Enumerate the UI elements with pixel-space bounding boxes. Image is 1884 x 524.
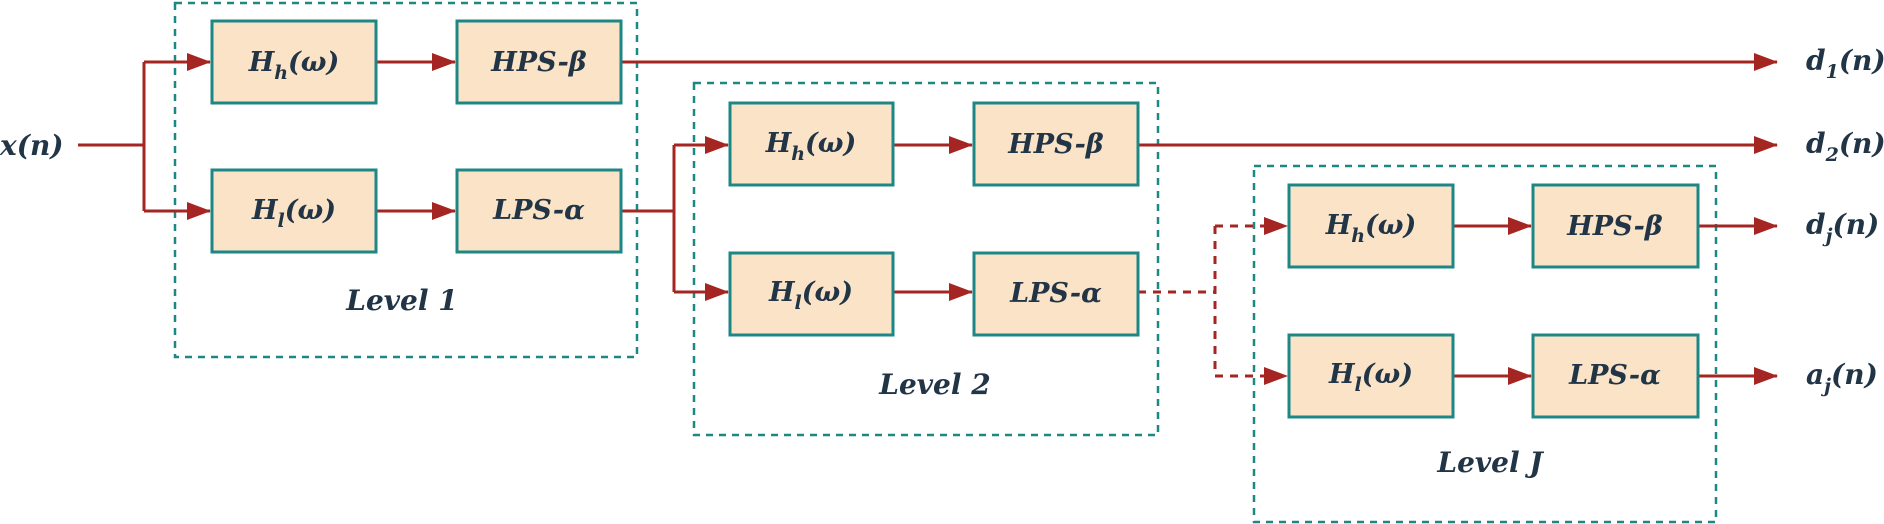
output-aj-label: aj(n): [1806, 358, 1878, 397]
level-j-lps-block: LPS-α: [1531, 333, 1700, 419]
svg-text:Hl(ω): Hl(ω): [1328, 359, 1413, 396]
block-label-tail: (ω): [288, 47, 339, 78]
level-j-wires: [1453, 217, 1778, 385]
lps-label: LPS-α: [1009, 278, 1102, 309]
level-2-lps-block: LPS-α: [972, 251, 1140, 337]
level-2-label: Level 2: [878, 368, 990, 401]
block-label-sub: l: [1355, 374, 1362, 396]
level-j-low-filter-block: Hl(ω): [1287, 333, 1455, 419]
output-d2-label: d2(n): [1806, 127, 1884, 166]
level-1-lps-block: LPS-α: [455, 168, 623, 254]
block-label-base: H: [248, 47, 276, 78]
block-label-base: H: [768, 277, 796, 308]
level-j-dashed-wires: [1138, 217, 1288, 385]
level-2-wires: [672, 136, 1778, 301]
level-1-high-filter-block: Hh(ω): [210, 19, 378, 105]
svg-text:Hl(ω): Hl(ω): [768, 277, 853, 314]
level-2-hps-block: HPS-β: [972, 101, 1140, 187]
level-1-hps-block: HPS-β: [455, 19, 623, 105]
level-1-wires: [78, 53, 1778, 220]
block-label-base: H: [1325, 210, 1353, 241]
svg-text:Hh(ω): Hh(ω): [248, 47, 340, 84]
block-label-tail: (ω): [1365, 210, 1416, 241]
input-signal-label: x(n): [0, 129, 64, 162]
block-label-sub: h: [791, 143, 805, 165]
svg-text:Hh(ω): Hh(ω): [1325, 210, 1417, 247]
level-1-low-filter-block: Hl(ω): [210, 168, 378, 254]
level-j-label: Level J: [1436, 446, 1544, 479]
svg-text:Hl(ω): Hl(ω): [251, 195, 336, 232]
level-j-hps-block: HPS-β: [1531, 183, 1700, 269]
level-2-high-filter-block: Hh(ω): [728, 101, 895, 187]
lps-label: LPS-α: [1568, 360, 1661, 391]
hps-label: HPS-β: [490, 47, 587, 78]
level-2-low-filter-block: Hl(ω): [728, 251, 895, 337]
svg-text:Hh(ω): Hh(ω): [765, 128, 857, 165]
block-label-base: H: [1328, 359, 1356, 390]
block-label-tail: (ω): [1362, 359, 1413, 390]
block-label-tail: (ω): [802, 277, 853, 308]
block-label-sub: h: [1351, 225, 1365, 247]
output-d1-label: d1(n): [1806, 44, 1884, 83]
block-label-sub: h: [274, 62, 288, 84]
block-label-sub: l: [795, 292, 802, 314]
block-label-base: H: [251, 195, 279, 226]
block-label-tail: (ω): [805, 128, 856, 159]
hps-label: HPS-β: [1007, 129, 1104, 160]
level-1-label: Level 1: [345, 284, 457, 317]
block-label-tail: (ω): [285, 195, 336, 226]
lps-label: LPS-α: [492, 195, 585, 226]
block-label-base: H: [765, 128, 793, 159]
block-label-sub: l: [278, 210, 285, 232]
level-1-frame: [173, 1, 639, 359]
level-2-frame: [692, 81, 1160, 437]
output-dj-label: dj(n): [1806, 208, 1879, 247]
level-j-frame: [1252, 164, 1718, 524]
level-j-high-filter-block: Hh(ω): [1287, 183, 1455, 269]
hps-label: HPS-β: [1566, 211, 1663, 242]
